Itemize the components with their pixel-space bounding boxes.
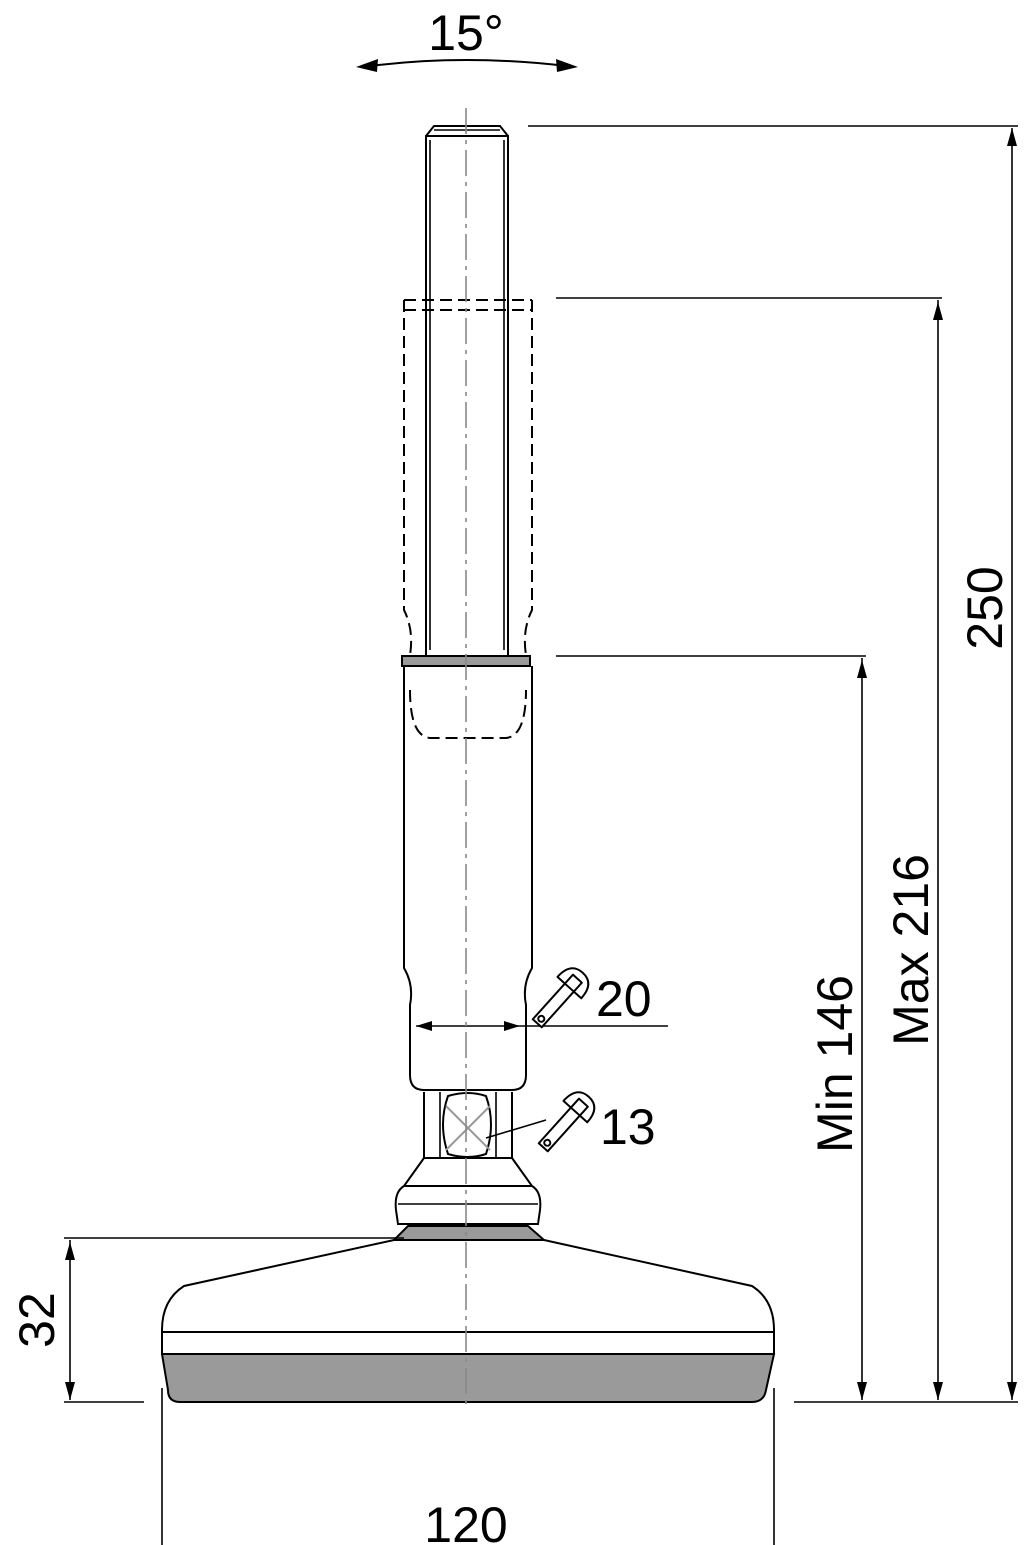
- total-height-label: 250: [957, 566, 1013, 649]
- hex-nut: [423, 1092, 547, 1159]
- angle-label: 15°: [428, 5, 504, 61]
- swivel-angle-indicator: 15°: [356, 5, 578, 72]
- dimension-max-height: Max 216: [556, 297, 943, 1400]
- ball-joint: [394, 1157, 542, 1225]
- max-height-label: Max 216: [883, 854, 939, 1046]
- wrench-callout-lower: 13: [537, 1091, 656, 1155]
- wrench-icon: [537, 1091, 596, 1153]
- dimension-base-height: 32: [9, 1237, 404, 1403]
- max-extension-outline: [403, 299, 533, 739]
- dimension-min-height: Min 146: [556, 655, 867, 1400]
- base-height-label: 32: [9, 1292, 65, 1348]
- wrench-lower-label: 13: [600, 1099, 656, 1155]
- dimension-base-width: 120: [161, 1388, 775, 1545]
- wrench-upper-label: 20: [596, 971, 652, 1027]
- threaded-stud: [425, 125, 509, 657]
- base-width-label: 120: [424, 1497, 507, 1545]
- wrench-icon: [531, 967, 590, 1029]
- rubber-pad: [160, 1353, 776, 1403]
- wrench-callout-upper: 20: [531, 967, 652, 1029]
- min-height-label: Min 146: [807, 975, 863, 1153]
- base-foot: [160, 1225, 776, 1403]
- dimension-total-height: 250: [528, 125, 1018, 1403]
